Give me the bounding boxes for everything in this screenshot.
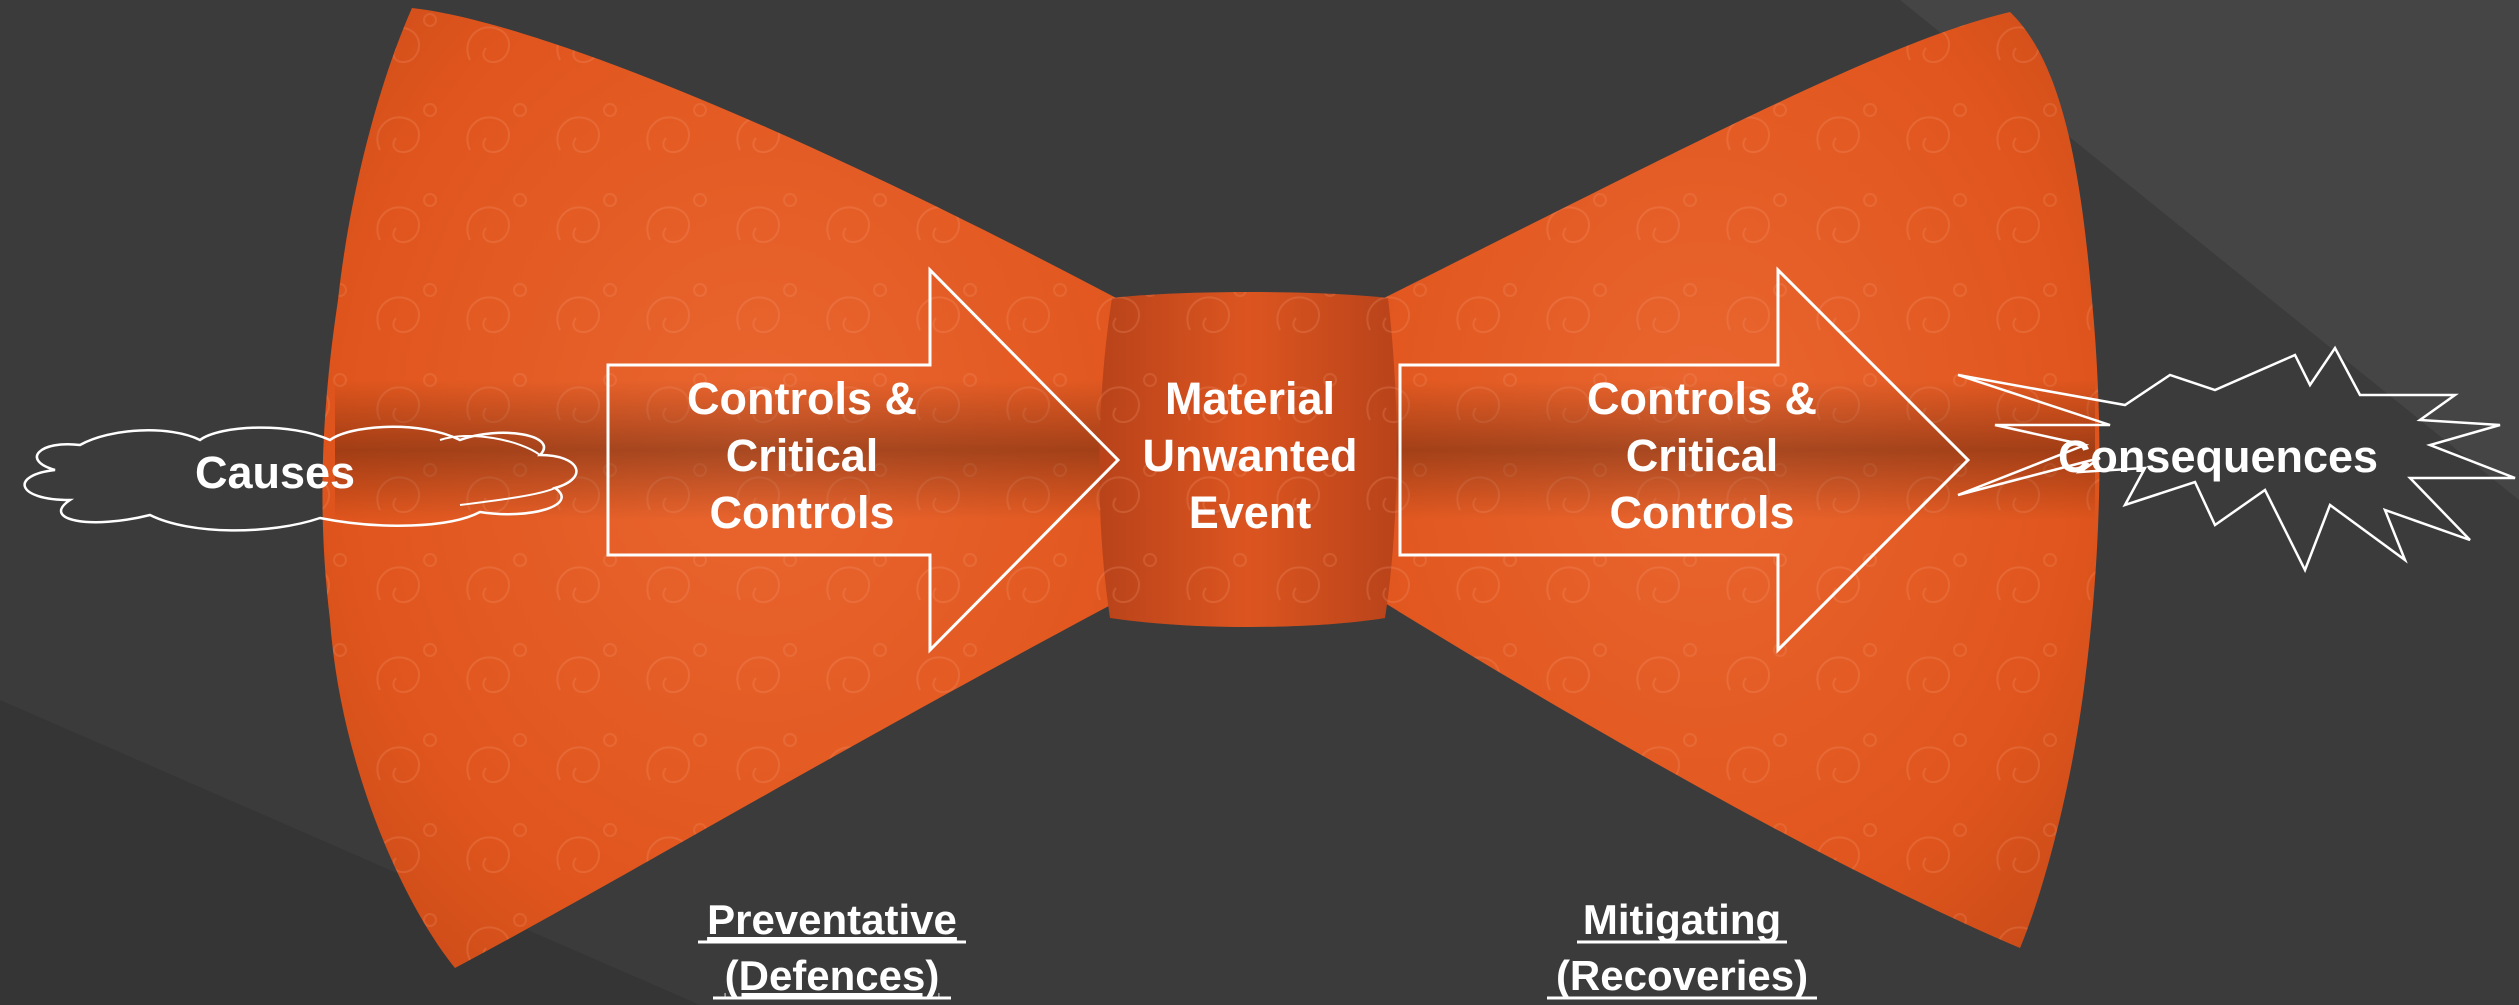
mitigating-controls-label: Controls & Critical Controls bbox=[1587, 373, 1817, 538]
preventative-controls-line-3: Controls bbox=[710, 487, 895, 538]
event-label: Material Unwanted Event bbox=[1142, 373, 1357, 538]
event-line-2: Unwanted bbox=[1142, 430, 1357, 481]
preventative-caption: Preventative (Defences) bbox=[707, 896, 957, 999]
mitigating-controls-line-1: Controls & bbox=[1587, 373, 1817, 424]
event-line-1: Material bbox=[1165, 373, 1335, 424]
mitigating-controls-line-3: Controls bbox=[1610, 487, 1795, 538]
preventative-arrow bbox=[606, 266, 1121, 654]
mitigating-caption-line-2: (Recoveries) bbox=[1556, 952, 1808, 999]
bow-tie-left-wing bbox=[322, 8, 1120, 968]
causes-label: Causes bbox=[195, 447, 355, 498]
consequences-starburst bbox=[1957, 345, 2516, 574]
preventative-controls-line-2: Critical bbox=[726, 430, 879, 481]
mitigating-arrow bbox=[1398, 266, 1971, 654]
event-line-3: Event bbox=[1189, 487, 1312, 538]
mitigating-caption-line-1: Mitigating bbox=[1583, 896, 1781, 943]
causes-cloud-inner bbox=[439, 434, 556, 506]
consequences-label: Consequences bbox=[2058, 431, 2378, 482]
preventative-caption-line-1: Preventative bbox=[707, 896, 957, 943]
mitigating-controls-line-2: Critical bbox=[1626, 430, 1779, 481]
bow-tie-right-wing bbox=[1380, 12, 2100, 948]
preventative-controls-line-1: Controls & bbox=[687, 373, 917, 424]
preventative-caption-line-2: (Defences) bbox=[725, 952, 940, 999]
preventative-controls-label: Controls & Critical Controls bbox=[687, 373, 917, 538]
mitigating-caption: Mitigating (Recoveries) bbox=[1556, 896, 1808, 999]
bow-tie-knot bbox=[1099, 292, 1397, 627]
causes-cloud-shape bbox=[23, 425, 578, 532]
